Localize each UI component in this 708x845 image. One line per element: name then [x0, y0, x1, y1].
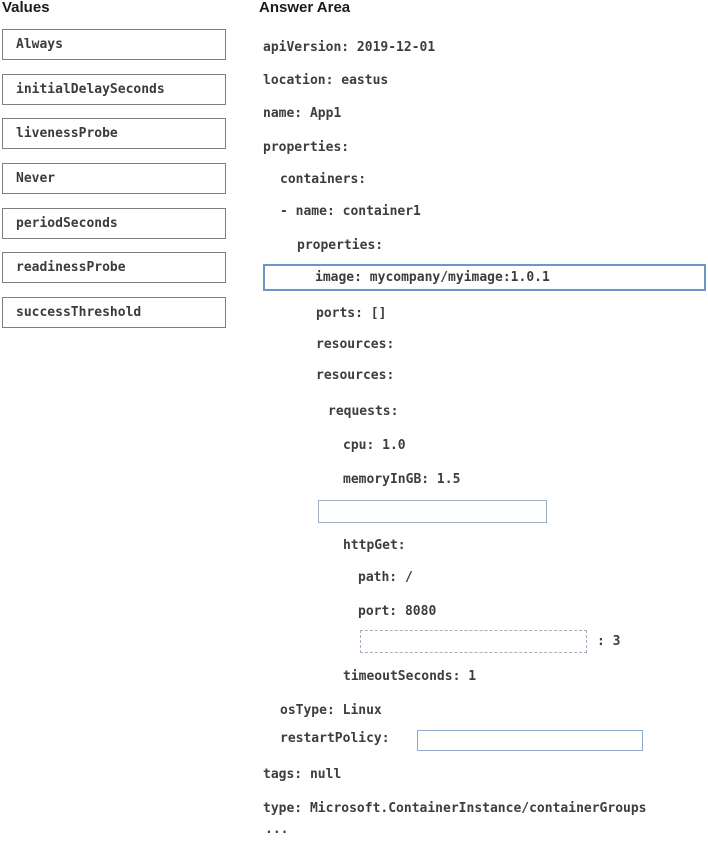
yaml-line-container-properties: properties: — [297, 238, 384, 253]
yaml-line-restartpolicy: restartPolicy: — [280, 731, 390, 746]
drop-target-threshold-key[interactable] — [360, 630, 587, 653]
yaml-line-port: port: 8080 — [358, 604, 437, 619]
yaml-line-path: path: / — [358, 570, 413, 585]
values-title: Values — [2, 0, 50, 16]
drop-target-image[interactable]: image: mycompany/myimage:1.0.1 — [263, 264, 706, 291]
yaml-line-ostype: osType: Linux — [280, 703, 382, 718]
yaml-line-tags: tags: null — [263, 767, 342, 782]
yaml-line-type: type: Microsoft.ContainerInstance/contai… — [263, 801, 647, 816]
yaml-line-resources-1: resources: — [316, 337, 395, 352]
yaml-line-apiversion: apiVersion: 2019-12-01 — [263, 40, 436, 55]
yaml-line-ellipsis: ... — [265, 822, 289, 837]
yaml-line-container-name: - name: container1 — [280, 204, 421, 219]
value-item-always[interactable]: Always — [2, 29, 226, 60]
answer-area-title: Answer Area — [259, 0, 351, 16]
yaml-line-location: location: eastus — [263, 73, 389, 88]
yaml-line-name: name: App1 — [263, 106, 342, 121]
value-item-readiness-probe[interactable]: readinessProbe — [2, 252, 226, 283]
value-item-liveness-probe[interactable]: livenessProbe — [2, 118, 226, 149]
yaml-line-httpget: httpGet: — [343, 538, 406, 553]
yaml-line-cpu: cpu: 1.0 — [343, 438, 406, 453]
value-item-period-seconds[interactable]: periodSeconds — [2, 208, 226, 239]
yaml-line-containers: containers: — [280, 172, 367, 187]
yaml-line-memoryingb: memoryInGB: 1.5 — [343, 472, 461, 487]
value-item-initial-delay-seconds[interactable]: initialDelaySeconds — [2, 74, 226, 105]
yaml-line-threshold-suffix: : 3 — [597, 634, 621, 649]
yaml-line-ports: ports: [] — [316, 306, 387, 321]
drop-target-probe-key[interactable] — [318, 500, 547, 523]
yaml-line-requests: requests: — [328, 404, 399, 419]
value-item-success-threshold[interactable]: successThreshold — [2, 297, 226, 328]
drop-target-restart-policy[interactable] — [417, 730, 643, 751]
yaml-line-resources-2: resources: — [316, 368, 395, 383]
drop-target-image-value: image: mycompany/myimage:1.0.1 — [315, 270, 550, 285]
yaml-line-properties: properties: — [263, 140, 350, 155]
value-item-never[interactable]: Never — [2, 163, 226, 194]
yaml-line-timeoutseconds: timeoutSeconds: 1 — [343, 669, 477, 684]
